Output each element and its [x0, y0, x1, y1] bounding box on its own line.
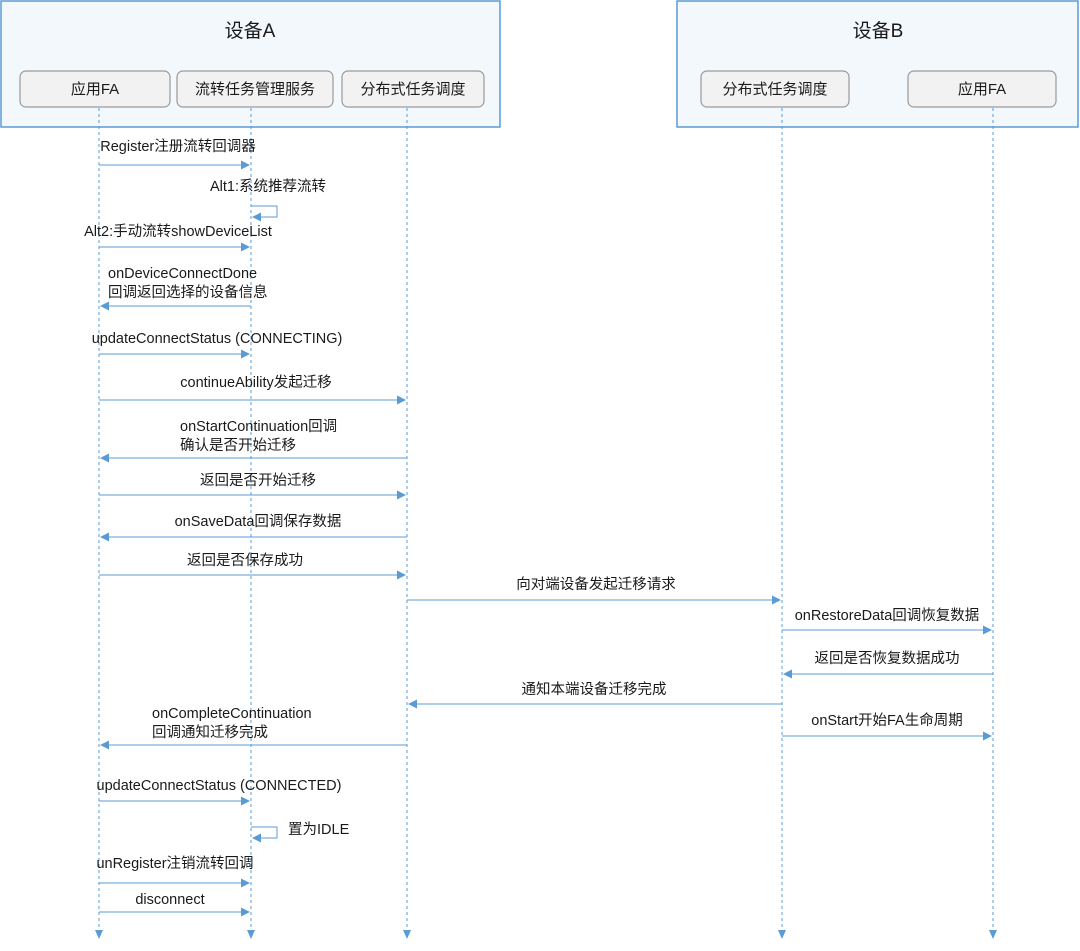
- message-label: disconnect: [135, 892, 204, 908]
- participant-b-fa-label: 应用FA: [958, 80, 1006, 98]
- lifeline-end-arrowhead: [989, 930, 997, 939]
- arrowhead: [241, 796, 250, 806]
- arrowhead: [100, 532, 109, 542]
- message-6: continueAbility发起迁移: [99, 374, 406, 405]
- arrowhead: [408, 699, 417, 709]
- message-15: onCompleteContinuation 回调通知迁移完成: [100, 706, 407, 750]
- arrowhead: [100, 301, 109, 311]
- arrowhead: [983, 731, 992, 741]
- message-label: Alt1:系统推荐流转: [210, 178, 326, 195]
- participant-a-fa-label: 应用FA: [71, 80, 119, 98]
- participant-a-svc-box: [176, 70, 334, 108]
- arrowhead: [241, 349, 250, 359]
- message-20: disconnect: [99, 892, 250, 917]
- message-label: 确认是否开始迁移: [180, 437, 296, 454]
- participant-b-fa-box: [907, 70, 1057, 108]
- message-label: updateConnectStatus (CONNECTING): [92, 331, 343, 347]
- message-label: 置为IDLE: [288, 821, 350, 838]
- message-label: 通知本端设备迁移完成: [522, 681, 667, 698]
- participant-a-fa-box: [19, 70, 171, 108]
- arrowhead: [241, 242, 250, 252]
- arrowhead: [241, 878, 250, 888]
- arrowhead: [241, 160, 250, 170]
- message-label: 回调返回选择的设备信息: [108, 284, 268, 301]
- device-b-box: [676, 0, 1079, 128]
- message-4: onDeviceConnectDone 回调返回选择的设备信息: [100, 266, 268, 311]
- lifeline-end-arrowhead: [778, 930, 786, 939]
- self-message-line: [251, 205, 278, 218]
- message-16: onStart开始FA生命周期: [782, 711, 992, 741]
- device-a-title: 设备A: [225, 20, 276, 42]
- arrowhead: [252, 212, 261, 222]
- message-8: 返回是否开始迁移: [99, 472, 406, 500]
- arrowhead: [252, 833, 261, 843]
- message-9: onSaveData回调保存数据: [100, 513, 407, 542]
- device-b-title: 设备B: [853, 20, 904, 42]
- message-label: 向对端设备发起迁移请求: [516, 576, 676, 593]
- message-label: 返回是否恢复数据成功: [815, 649, 960, 667]
- arrowhead: [983, 625, 992, 635]
- message-10: 返回是否保存成功: [99, 552, 406, 580]
- arrowhead: [241, 907, 250, 917]
- message-label: onRestoreData回调恢复数据: [795, 606, 980, 624]
- message-3: Alt2:手动流转showDeviceList: [84, 223, 272, 252]
- message-label: onStart开始FA生命周期: [811, 711, 962, 729]
- arrowhead: [397, 490, 406, 500]
- message-label: onDeviceConnectDone: [108, 266, 257, 282]
- message-label: onCompleteContinuation: [152, 706, 312, 722]
- self-message-line: [251, 826, 278, 839]
- lifeline-end-arrowhead: [403, 930, 411, 939]
- message-label: 返回是否开始迁移: [200, 472, 316, 489]
- message-5: updateConnectStatus (CONNECTING): [92, 331, 343, 359]
- lifeline-end-arrowhead: [95, 930, 103, 939]
- participant-b-dms-box: [700, 70, 850, 108]
- message-11: 向对端设备发起迁移请求: [407, 576, 781, 605]
- message-14: 通知本端设备迁移完成: [408, 681, 782, 709]
- arrowhead: [397, 395, 406, 405]
- message-label: onSaveData回调保存数据: [175, 513, 342, 530]
- participant-a-dms-label: 分布式任务调度: [360, 81, 465, 98]
- message-12: onRestoreData回调恢复数据: [782, 606, 992, 635]
- message-2: Alt1:系统推荐流转: [210, 178, 326, 222]
- message-1: Register注册流转回调器: [99, 138, 256, 170]
- message-label: 返回是否保存成功: [187, 552, 303, 569]
- message-13: 返回是否恢复数据成功: [783, 649, 993, 679]
- arrowhead: [397, 570, 406, 580]
- message-label: Register注册流转回调器: [100, 138, 256, 155]
- lifeline-end-arrowhead: [247, 930, 255, 939]
- participant-a-svc-label: 流转任务管理服务: [195, 81, 315, 98]
- participant-b-dms-label: 分布式任务调度: [722, 81, 827, 98]
- message-19: unRegister注销流转回调: [96, 855, 254, 888]
- message-label: Alt2:手动流转showDeviceList: [84, 223, 272, 240]
- message-18: 置为IDLE: [251, 821, 350, 843]
- message-label: updateConnectStatus (CONNECTED): [97, 778, 342, 794]
- message-label: 回调通知迁移完成: [152, 724, 268, 741]
- message-label: unRegister注销流转回调: [96, 855, 253, 872]
- arrowhead: [100, 453, 109, 463]
- message-label: onStartContinuation回调: [180, 418, 337, 435]
- arrowhead: [100, 740, 109, 750]
- arrowhead: [772, 595, 781, 605]
- participant-a-dms-box: [341, 70, 485, 108]
- message-label: continueAbility发起迁移: [180, 374, 332, 391]
- message-17: updateConnectStatus (CONNECTED): [97, 778, 342, 806]
- arrowhead: [783, 669, 792, 679]
